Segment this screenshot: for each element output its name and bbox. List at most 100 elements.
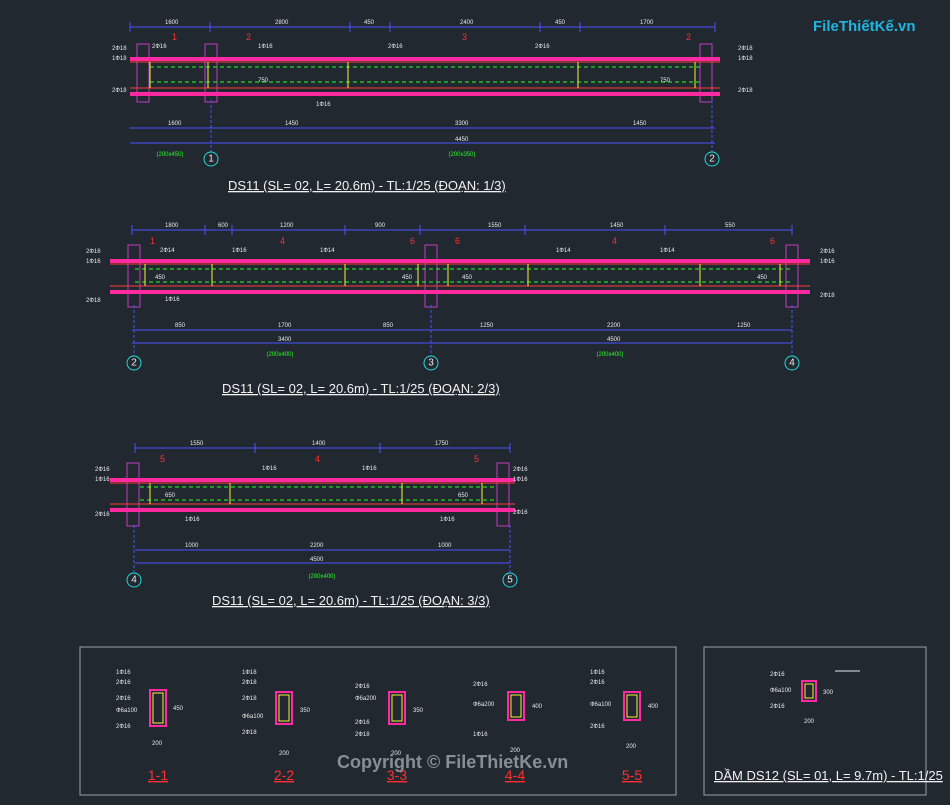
side-label: 1Ф16 [95,477,110,483]
copyright-watermark: Copyright © FileThietKe.vn [337,752,569,772]
section-rebar: 2Ф16 [590,680,605,686]
dim-bottom: 2200 [607,323,621,329]
section-mark: 5 [474,454,479,464]
drawing-title: DS11 (SL= 02, L= 20.6m) - TL:1/25 (ĐOẠN:… [222,381,500,396]
rebar-callout: 2Ф14 [160,248,175,254]
side-label: 2Ф16 [513,510,528,516]
section-5-5: 1Ф16 2Ф16 Ф6a100 2Ф16 400 200 5-5 [590,670,659,783]
side-label: 1Ф18 [112,56,127,62]
side-label: 2Ф16 [820,249,835,255]
ds12-rebar: 2Ф16 [770,704,785,710]
section-rebar: Ф6a200 [473,702,495,708]
section-1-1: 1Ф16 2Ф16 2Ф16 Ф6a100 2Ф16 450 200 1-1 [116,670,184,783]
dim-bottom: 1450 [633,121,647,127]
rebar-callout: 1Ф16 [232,248,247,254]
section-rebar: 2Ф18 [242,730,257,736]
dim-top: 1550 [488,223,502,229]
section-rebar: 2Ф18 [355,732,370,738]
dim-top: 1400 [312,441,326,447]
axis-label: 2 [709,154,715,165]
side-label: 2Ф18 [86,298,101,304]
dim-top: 2800 [275,20,289,26]
axis-label: 2 [131,358,137,369]
rebar-callout: 450 [402,275,413,281]
dim-top: 1550 [190,441,204,447]
beam-size: (200x400) [266,352,293,358]
beam-size: (200x400) [308,574,335,580]
dim-top: 1750 [435,441,449,447]
section-mark: 1 [172,32,177,42]
section-rebar: 1Ф18 [242,670,257,676]
dim-bottom: 4500 [607,337,621,343]
rebar-callout: 1Ф14 [556,248,571,254]
rebar-callout: 1Ф16 [362,466,377,472]
ds12-rebar: 2Ф16 [770,672,785,678]
section-mark: 5 [160,454,165,464]
section-rebar: 1Ф16 [116,670,131,676]
section-dim: 200 [152,741,163,747]
section-mark: 4 [280,236,285,246]
side-label: 1Ф18 [738,56,753,62]
section-dim: 200 [510,748,521,754]
section-rebar: 2Ф16 [590,724,605,730]
beam-size: (200x350) [448,152,475,158]
axis-label: 5 [507,575,513,586]
section-dim: 450 [173,706,184,712]
beam-size: (200x400) [596,352,623,358]
section-dim: 400 [532,704,543,710]
side-label: 2Ф16 [86,249,101,255]
dim-bottom: 1600 [168,121,182,127]
dim-bottom: 850 [175,323,186,329]
side-label: 2Ф16 [95,512,110,518]
dim-top: 1450 [610,223,624,229]
section-dim: 350 [413,708,424,714]
section-rebar: 2Ф18 [242,680,257,686]
rebar-callout: 1Ф16 [316,102,331,108]
rebar-callout: 650 [458,493,469,499]
dim-bottom: 1000 [438,543,452,549]
dim-top: 900 [375,223,386,229]
dim-top: 600 [218,223,229,229]
section-mark: 4 [612,236,617,246]
dim-bottom: 4500 [310,557,324,563]
section-mark: 2 [686,32,691,42]
rebar-callout: 1Ф16 [262,466,277,472]
beam-elevation-3: 1550 1400 1750 5 4 5 1Ф16 1Ф16 1Ф16 1Ф16… [95,441,528,608]
dim-bottom: 1700 [278,323,292,329]
section-rebar: 2Ф16 [473,682,488,688]
section-dim: 200 [279,751,290,757]
side-label: 2Ф18 [820,293,835,299]
axis-label: 3 [428,358,434,369]
dim-bottom: 2200 [310,543,324,549]
section-rebar: Ф6a100 [590,702,612,708]
section-rebar: Ф6a100 [242,714,264,720]
axis-label: 1 [208,154,214,165]
logo-label: FileThiếtKế.vn [813,18,916,35]
ds12-dim: 300 [823,690,834,696]
rebar-callout: 450 [757,275,768,281]
axis-label: 4 [789,358,795,369]
rebar-callout: 1Ф16 [165,297,180,303]
dim-top: 1800 [165,223,179,229]
section-label: 5-5 [622,767,642,783]
dim-top: 1600 [165,20,179,26]
dim-top: 550 [725,223,736,229]
side-label: 1Ф16 [513,477,528,483]
section-label: 3-3 [387,767,407,783]
section-label: 4-4 [505,767,525,783]
rebar-callout: 2Ф16 [535,44,550,50]
side-label: 1Ф16 [86,259,101,265]
section-dim: 200 [626,744,637,750]
axis-label: 4 [131,575,137,586]
drawing-title: DS11 (SL= 02, L= 20.6m) - TL:1/25 (ĐOẠN:… [212,593,490,608]
section-mark: 6 [410,236,415,246]
dim-top: 1700 [640,20,654,26]
dim-top: 2400 [460,20,474,26]
side-label: 2Ф18 [738,88,753,94]
dim-bottom: 1250 [737,323,751,329]
site-logo: FileThiếtKế.vn [813,14,923,44]
section-label: 2-2 [274,767,294,783]
section-rebar: 2Ф16 [355,684,370,690]
dim-bottom: 1250 [480,323,494,329]
